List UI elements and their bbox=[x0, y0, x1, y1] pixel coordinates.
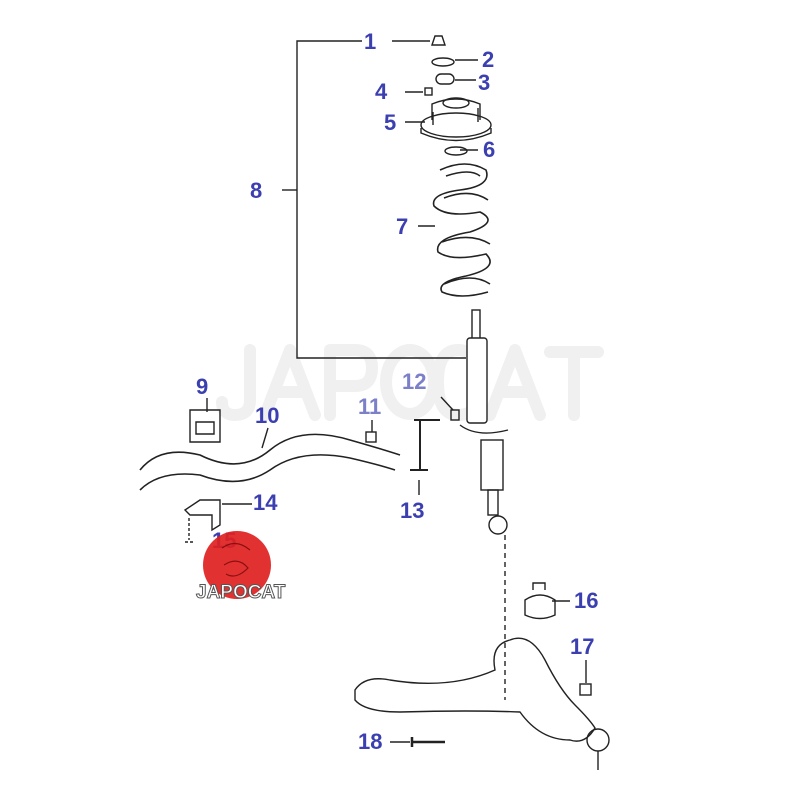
shock-absorber bbox=[459, 309, 509, 535]
callout-9: 9 bbox=[196, 374, 209, 399]
spring-seat bbox=[444, 146, 468, 156]
callout-17: 17 bbox=[570, 634, 595, 659]
arm-bushing bbox=[524, 582, 556, 620]
coil-spring bbox=[432, 163, 491, 297]
nut bbox=[424, 87, 433, 96]
logo-text: JAPOCAT bbox=[195, 582, 286, 604]
callout-7: 7 bbox=[396, 214, 409, 239]
lower-control-arm bbox=[354, 535, 610, 770]
callout-13: 13 bbox=[400, 498, 425, 523]
stabilizer-bushing bbox=[189, 409, 221, 443]
link-nut bbox=[365, 431, 377, 443]
stabilizer-link bbox=[410, 419, 440, 471]
arm-bolt bbox=[410, 737, 445, 747]
cap-nut bbox=[431, 35, 446, 46]
callout-16: 16 bbox=[574, 588, 599, 613]
bushing bbox=[435, 73, 455, 85]
callout-18: 18 bbox=[358, 729, 383, 754]
callout-6: 6 bbox=[483, 137, 496, 162]
assembly-bracket bbox=[296, 40, 466, 359]
stabilizer-bar bbox=[139, 433, 401, 491]
callout-10: 10 bbox=[255, 403, 280, 428]
arm-nut bbox=[579, 683, 592, 696]
strut-mount bbox=[420, 97, 492, 142]
callout-1: 1 bbox=[364, 29, 377, 54]
watermark bbox=[216, 344, 604, 421]
callout-4: 4 bbox=[375, 79, 388, 104]
link-upper-nut bbox=[450, 409, 460, 421]
washer bbox=[431, 57, 455, 67]
callout-2: 2 bbox=[482, 47, 495, 72]
callout-8: 8 bbox=[250, 178, 263, 203]
callout-12: 12 bbox=[402, 369, 427, 394]
callout-11: 11 bbox=[358, 394, 382, 419]
callout-3: 3 bbox=[478, 70, 491, 95]
callout-5: 5 bbox=[384, 110, 397, 135]
bushing-bracket bbox=[183, 499, 221, 532]
leader-lines bbox=[206, 40, 587, 743]
callout-14: 14 bbox=[253, 490, 278, 515]
callout-15: 15 bbox=[212, 528, 237, 553]
bracket-bolt bbox=[185, 518, 195, 543]
